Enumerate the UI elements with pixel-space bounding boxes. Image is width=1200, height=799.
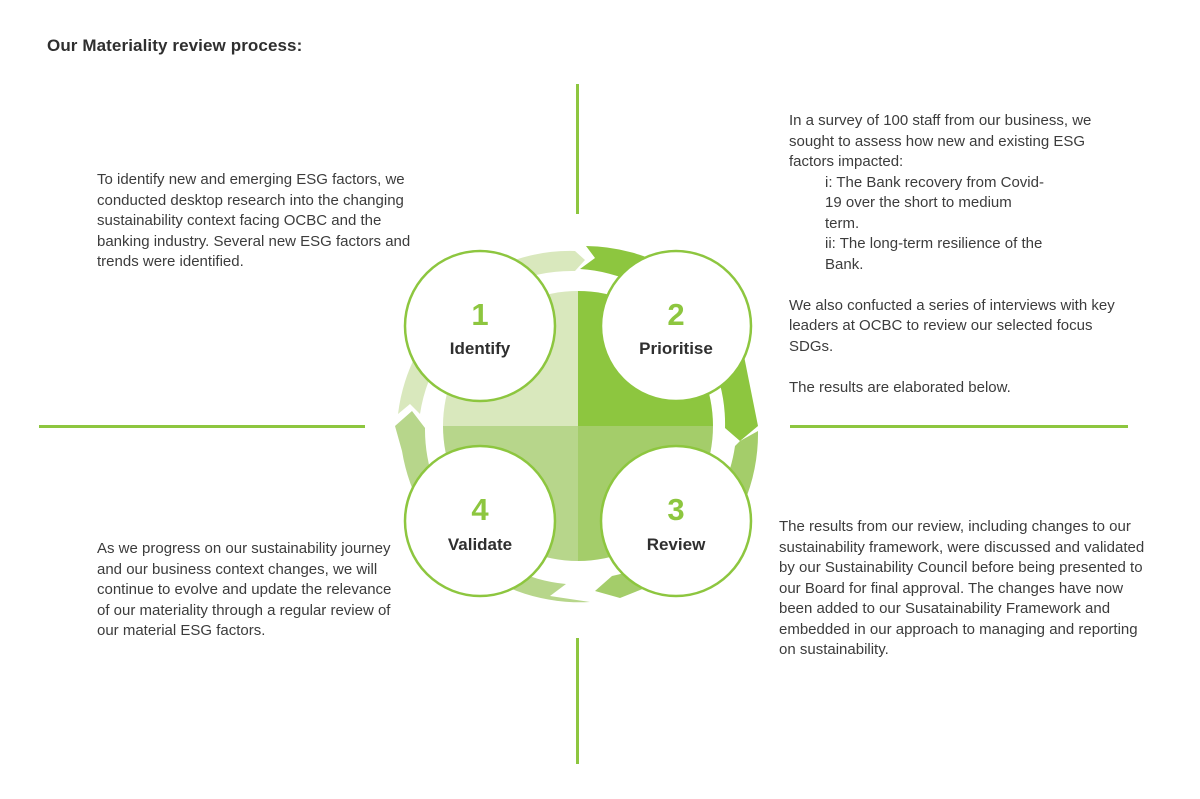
step-identify: 1 Identify <box>403 249 557 403</box>
prioritise-item-1: i: The Bank recovery from Covid-19 over … <box>825 173 1044 232</box>
identify-text: To identify new and emerging ESG factors… <box>97 171 411 270</box>
review-description: The results from our review, including c… <box>779 517 1147 661</box>
step-review: 3 Review <box>599 444 753 598</box>
step-validate: 4 Validate <box>403 444 557 598</box>
prioritise-description: In a survey of 100 staff from our busine… <box>789 111 1134 398</box>
validate-text: As we progress on our sustainability jou… <box>97 540 392 639</box>
step-label: Review <box>647 535 706 554</box>
review-text: The results from our review, including c… <box>779 518 1145 658</box>
prioritise-results: The results are elaborated below. <box>789 378 1011 396</box>
validate-description: As we progress on our sustainability jou… <box>97 539 402 642</box>
page-title: Our Materiality review process: <box>47 36 303 55</box>
divider-top <box>576 84 579 214</box>
divider-right <box>790 425 1128 428</box>
step-number: 3 <box>667 492 684 527</box>
step-number: 2 <box>667 297 684 332</box>
prioritise-item-2: ii: The long-term resilience of the Bank… <box>825 235 1043 273</box>
prioritise-intro: In a survey of 100 staff from our busine… <box>789 112 1092 170</box>
step-number: 1 <box>471 297 488 332</box>
divider-left <box>39 425 365 428</box>
spacer <box>789 275 1134 296</box>
divider-bottom <box>576 638 579 764</box>
identify-description: To identify new and emerging ESG factors… <box>97 170 417 273</box>
step-number: 4 <box>471 492 489 527</box>
step-label: Prioritise <box>639 339 713 358</box>
step-prioritise: 2 Prioritise <box>599 249 753 403</box>
spacer <box>789 357 1134 378</box>
step-label: Identify <box>450 339 511 358</box>
materiality-cycle-diagram: 1 Identify 2 Prioritise 3 Review 4 Valid… <box>395 246 759 603</box>
prioritise-interviews: We also confucted a series of interviews… <box>789 296 1115 355</box>
step-label: Validate <box>448 535 512 554</box>
